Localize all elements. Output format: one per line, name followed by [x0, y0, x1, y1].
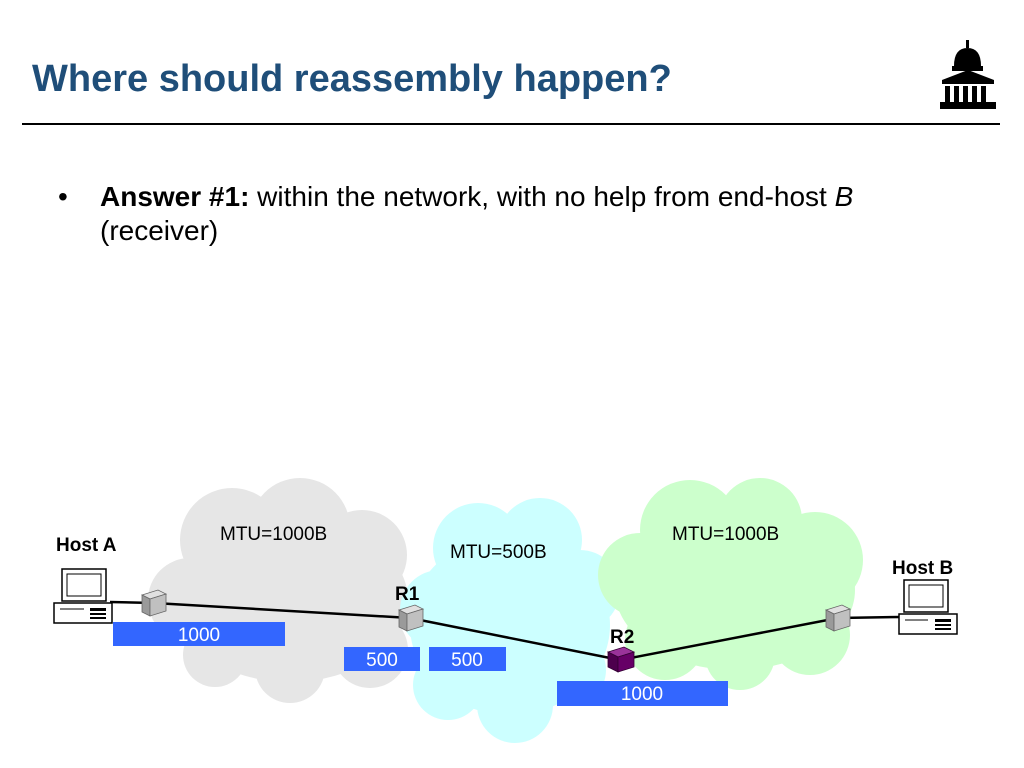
- router-r1-label: R1: [395, 584, 420, 605]
- bullet-text-part1: within the network, with no help from en…: [249, 181, 835, 212]
- network-diagram: MTU=1000B MTU=500B MTU=1000B R1 R2: [53, 478, 958, 743]
- packet-reassembled: [557, 681, 728, 706]
- router-edge-b: [824, 604, 852, 632]
- host-a-computer-icon: [53, 568, 113, 624]
- cloud-right: [598, 478, 863, 690]
- university-building-icon: [940, 40, 996, 109]
- router-r2-label: R2: [610, 627, 634, 648]
- cloud-middle-label: MTU=500B: [450, 542, 547, 563]
- link-r1-r2: [409, 616, 621, 662]
- packet-fragment-2-label: 500: [451, 650, 483, 671]
- packet-fragment-2: [429, 647, 506, 671]
- packet-fragment-1: [344, 647, 420, 671]
- bullet-list: • Answer #1: within the network, with no…: [58, 180, 958, 248]
- router-r2: [606, 646, 636, 673]
- cloud-right-label: MTU=1000B: [672, 524, 779, 545]
- link-router-r1: [153, 601, 411, 620]
- host-b-italic: B: [834, 181, 854, 212]
- cloud-left-label: MTU=1000B: [220, 524, 327, 545]
- bullet-item: Answer #1: within the network, with no h…: [100, 180, 958, 248]
- link-r2-router: [619, 616, 839, 662]
- bullet-text-part2: (receiver): [100, 215, 219, 246]
- router-r1: [397, 604, 425, 632]
- packet-original-label: 1000: [178, 625, 220, 646]
- host-b-computer-icon: [898, 579, 958, 635]
- answer-label: Answer #1:: [100, 181, 250, 212]
- cloud-middle: [400, 498, 620, 743]
- host-a-label: Host A: [56, 535, 117, 556]
- title-divider: [22, 123, 1000, 125]
- host-b-label: Host B: [892, 558, 953, 579]
- packet-reassembled-label: 1000: [621, 684, 663, 705]
- packet-original: [113, 622, 285, 646]
- slide-title: Where should reassembly happen?: [32, 58, 672, 100]
- router-edge-a: [140, 589, 168, 617]
- packet-fragment-1-label: 500: [366, 650, 398, 671]
- bullet-marker: •: [58, 181, 68, 212]
